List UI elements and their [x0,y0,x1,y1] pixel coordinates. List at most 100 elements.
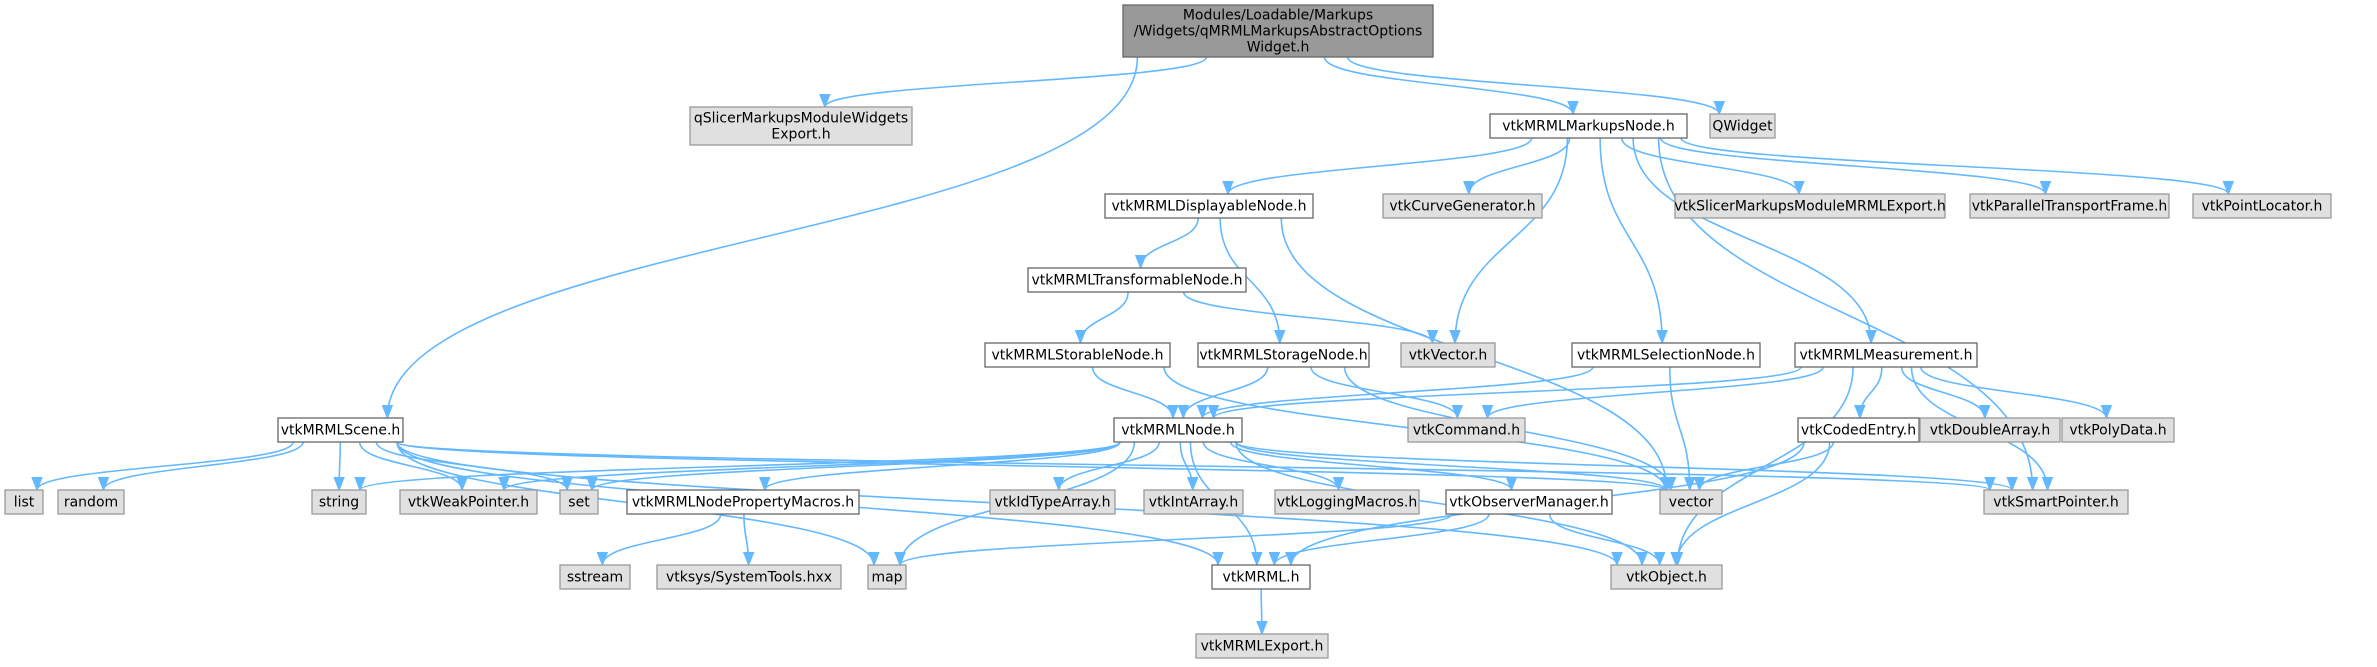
node-box [1197,342,1370,368]
node-box [4,489,44,515]
node-scene[interactable]: vtkMRMLScene.h [277,417,404,443]
edge-displayable-to-storage [1219,217,1286,345]
node-box [1027,267,1247,293]
node-label: vtkPointLocator.h [2202,198,2323,214]
node-box [311,489,367,515]
node-measurement[interactable]: vtkMRMLMeasurement.h [1794,342,1978,368]
edge-measurement-to-mrmlnode [1207,366,1802,420]
node-box [1122,4,1434,58]
node-list: list [4,489,44,515]
edge-transformable-to-vtkvector [1182,291,1439,345]
node-systools: vtksys/SystemTools.hxx [656,564,842,590]
node-label: vtkMRMLTransformableNode.h [1031,272,1242,288]
node-label: vtkLoggingMacros.h [1277,494,1417,510]
node-root: Modules/Loadable/Markups/Widgets/qMRMLMa… [1122,4,1434,58]
edge-mrmlnode-to-smartptr [1235,441,2018,492]
node-label: vtkParallelTransportFrame.h [1972,198,2168,214]
edge-mrmlnode-to-propmacros [759,441,1121,492]
node-box [1195,633,1329,659]
node-curvegen: vtkCurveGenerator.h [1382,193,1543,219]
edge-scene-to-weakptr [358,441,468,492]
edge-codedentry-to-vector [1693,441,1835,492]
node-codedentry[interactable]: vtkCodedEntry.h [1797,417,1920,443]
edge-mrmlnode-to-vector [1235,441,1672,492]
node-propmacros[interactable]: vtkMRMLNodePropertyMacros.h [626,489,860,515]
node-label: string [319,494,359,510]
node-label: vtkMRMLMarkupsNode.h [1502,118,1675,134]
node-box [1709,113,1776,139]
node-label: vtkMRMLNodePropertyMacros.h [632,494,854,510]
node-mrmlexport: vtkMRMLExport.h [1195,633,1329,659]
edge-scene-to-list [31,441,294,492]
node-box [1104,193,1314,219]
edge-markupsnode-to-vtkvector [1449,137,1569,345]
node-label: vtkMRMLSelectionNode.h [1577,347,1755,363]
node-box [1797,417,1920,443]
edge-scene-to-smartptr [396,441,1995,492]
node-selection[interactable]: vtkMRMLSelectionNode.h [1571,342,1761,368]
node-string: string [311,489,367,515]
node-box [1794,342,1978,368]
node-label: vtkMRML.h [1223,569,1300,585]
node-mrmlnode[interactable]: vtkMRMLNode.h [1113,417,1243,443]
node-polydata: vtkPolyData.h [2061,417,2175,443]
node-label: vtkMRMLMeasurement.h [1799,347,1972,363]
node-box [1919,417,2061,443]
node-label: vtkMRMLDisplayableNode.h [1111,198,1306,214]
node-box [1969,193,2170,219]
node-markupsnode[interactable]: vtkMRMLMarkupsNode.h [1489,113,1688,139]
node-label: list [14,494,35,510]
edge-codedentry-to-vtkobject [1670,441,1831,567]
node-label: sstream [567,569,623,585]
node-qwidget: QWidget [1709,113,1776,139]
node-box [1489,113,1688,139]
node-transformable[interactable]: vtkMRMLTransformableNode.h [1027,267,1247,293]
node-box [1610,564,1723,590]
node-box [989,489,1116,515]
node-storable[interactable]: vtkMRMLStorableNode.h [984,342,1171,368]
edge-storage-to-command [1310,366,1464,420]
edge-markupsnode-to-ptf [1659,137,2052,196]
edge-storage-to-mrmlnode [1177,366,1269,420]
edge-scene-to-random [97,441,304,492]
node-box [1143,489,1244,515]
node-label: Widget.h [1247,39,1310,55]
node-random: random [57,489,125,515]
edge-root-to-qwidget [1346,56,1725,116]
node-box [1407,417,1526,443]
node-label: vtkSlicerMarkupsModuleMRMLExport.h [1674,198,1946,214]
edge-transformable-to-storable [1074,291,1129,345]
node-box [57,489,125,515]
node-label: vtkWeakPointer.h [408,494,529,510]
node-label: QWidget [1712,118,1773,134]
node-label: vtkDoubleArray.h [1930,422,2051,438]
node-obsmgr[interactable]: vtkObserverManager.h [1445,489,1613,515]
node-box [559,564,631,590]
node-smmrmlexp: vtkSlicerMarkupsModuleMRMLExport.h [1674,193,1946,219]
node-displayable[interactable]: vtkMRMLDisplayableNode.h [1104,193,1314,219]
node-box [1382,193,1543,219]
node-label: vtksys/SystemTools.hxx [666,569,832,585]
edge-mrmlnode-to-obsmgr [1229,441,1518,492]
node-sstream: sstream [559,564,631,590]
edge-scene-to-vector [396,441,1672,492]
node-storage[interactable]: vtkMRMLStorageNode.h [1197,342,1370,368]
node-box [2061,417,2175,443]
node-pointlocator: vtkPointLocator.h [2192,193,2332,219]
node-set: set [559,489,599,515]
node-box [1274,489,1420,515]
node-box [689,106,913,146]
edge-markupsnode-to-pointlocator [1680,137,2234,196]
edge-measurement-to-command [1481,366,1824,420]
node-box [1983,489,2129,515]
edge-obsmgr-to-vtkmrml [1268,513,1490,567]
node-vtkmrml[interactable]: vtkMRML.h [1211,564,1311,590]
edge-storable-to-mrmlnode [1091,366,1179,420]
node-label: set [568,494,590,510]
node-label: vtkObserverManager.h [1449,494,1609,510]
edge-vtkmrml-to-mrmlexport [1256,588,1268,636]
edge-root-to-qsmexp [819,56,1208,109]
node-box [1113,417,1243,443]
edge-markupsnode-to-selection [1599,137,1668,345]
